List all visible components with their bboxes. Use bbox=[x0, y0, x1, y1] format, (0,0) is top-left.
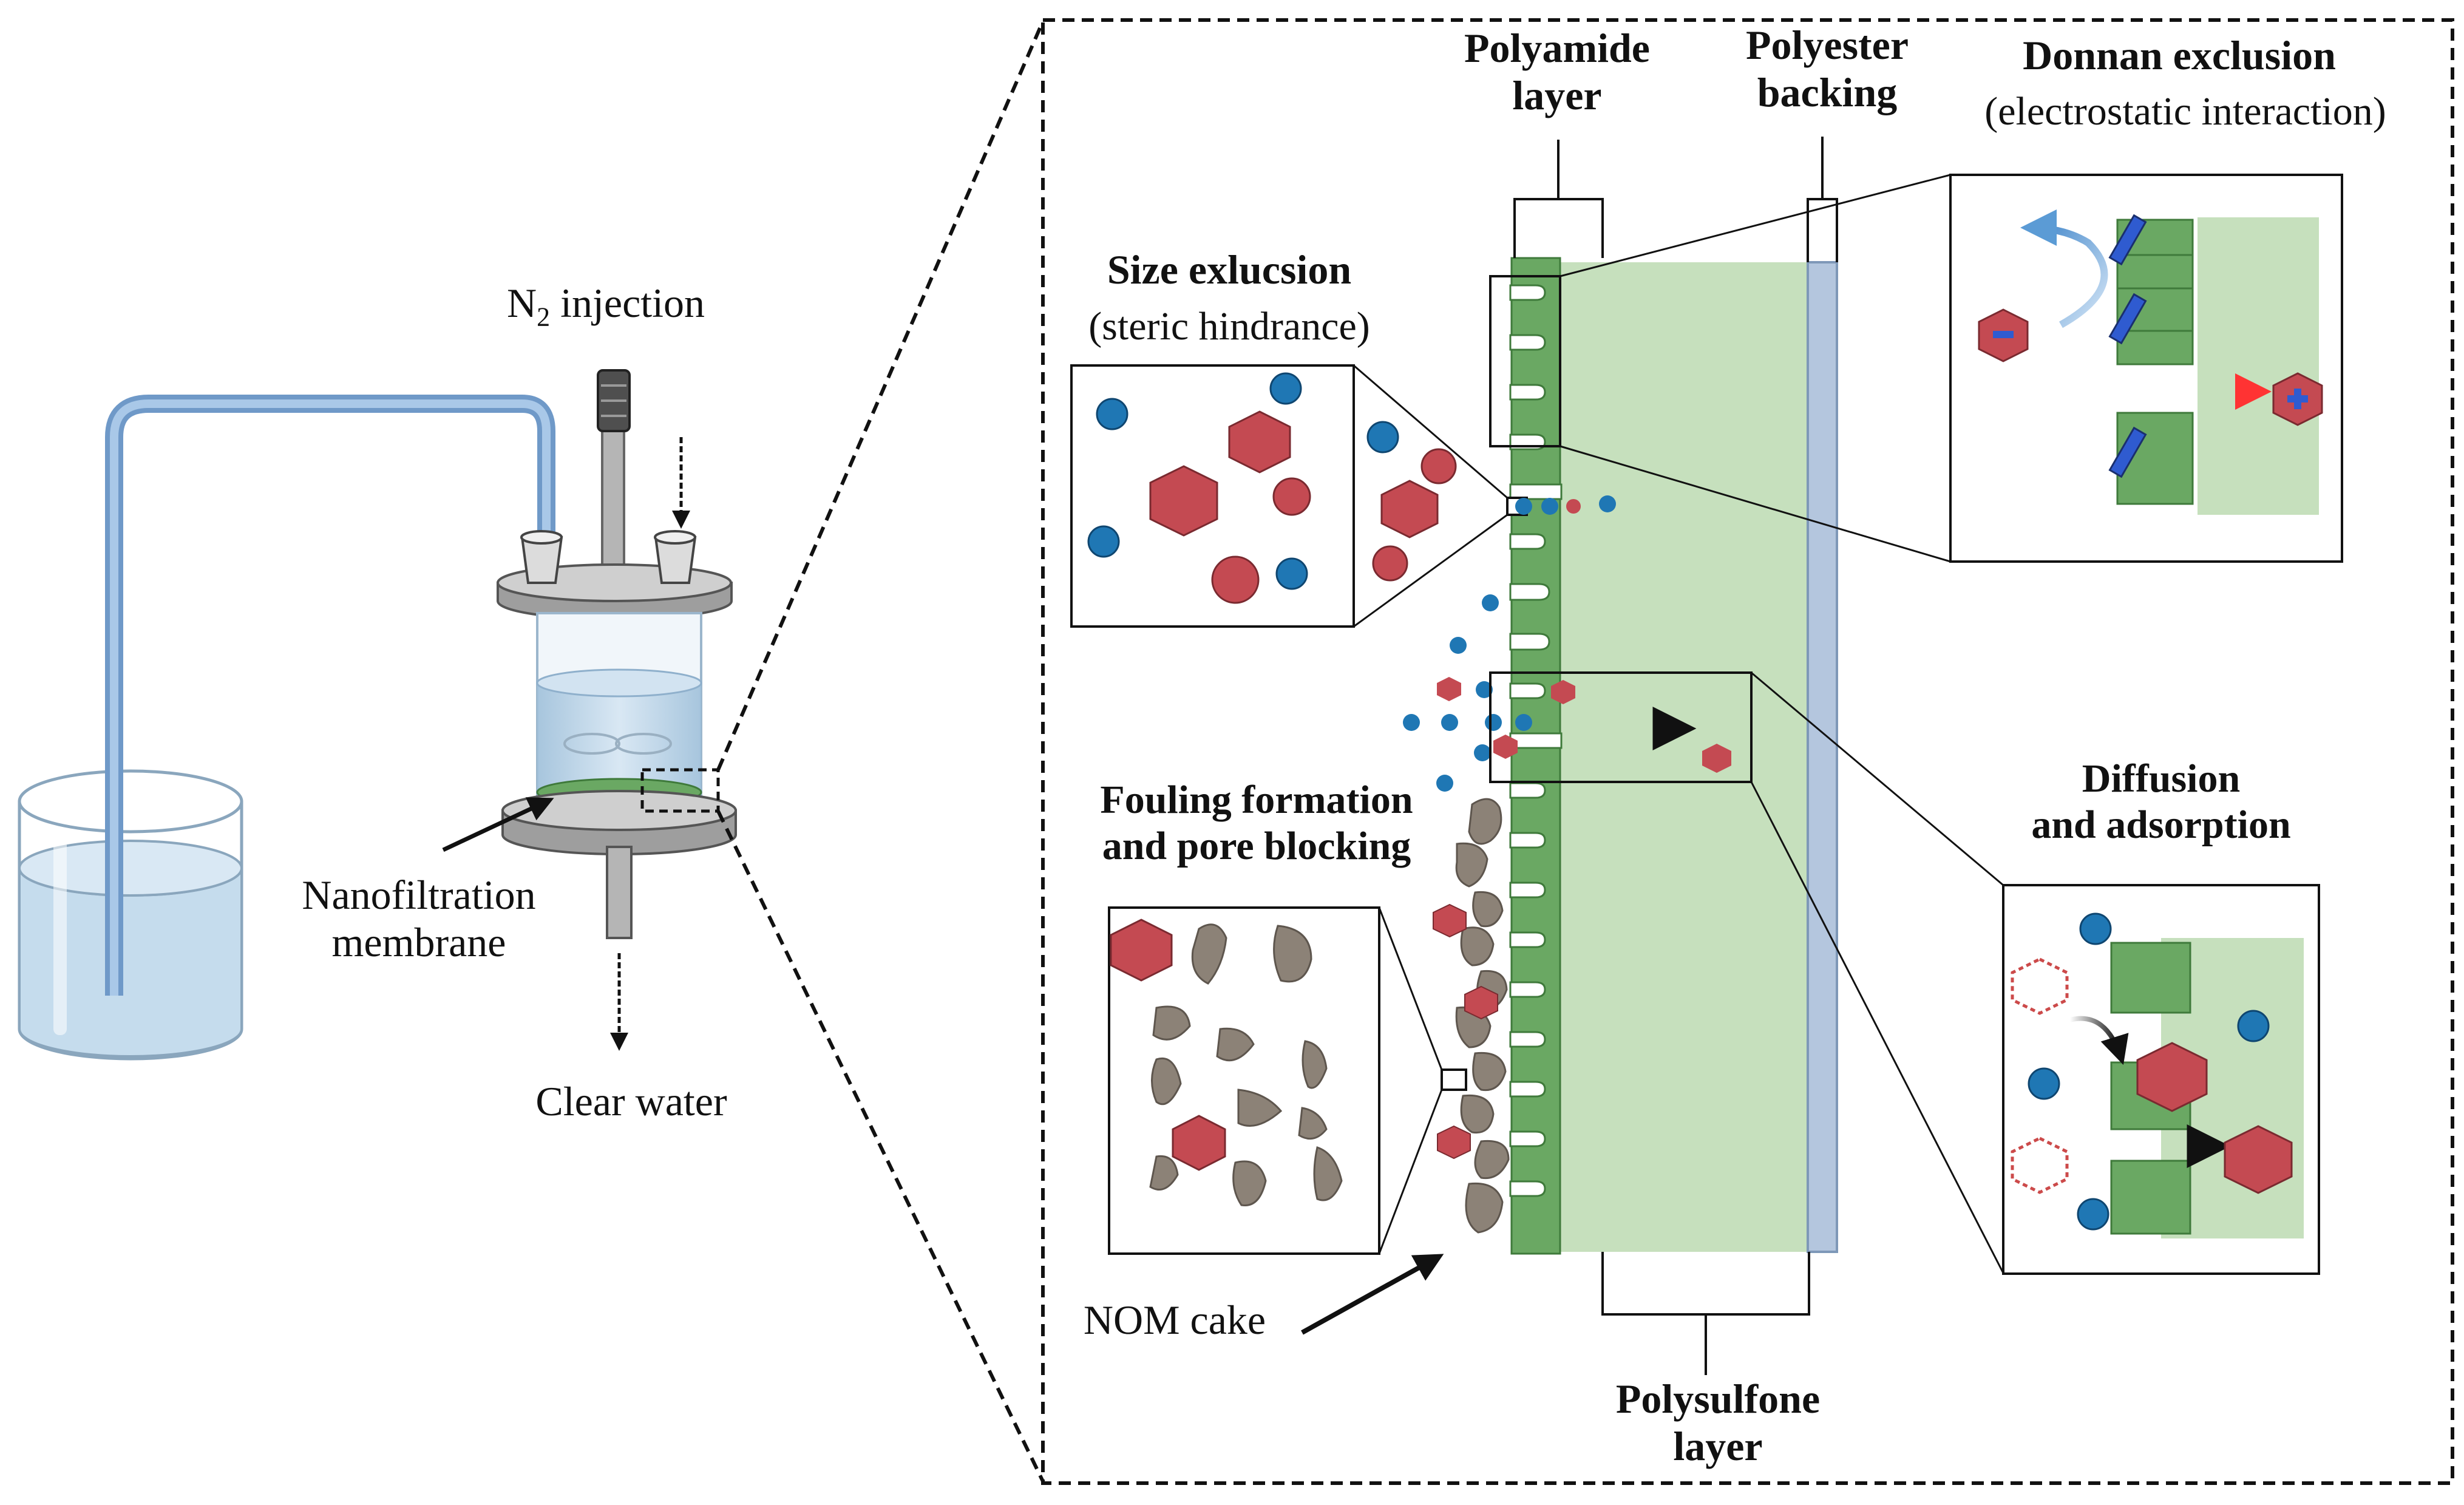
size-exclusion-inset bbox=[1070, 364, 1528, 628]
donnan-inset bbox=[1949, 174, 2343, 563]
nom-cake-arrow bbox=[1301, 1254, 1444, 1335]
nom-cake-label: NOM cake bbox=[1083, 1297, 1266, 1343]
layer-brackets bbox=[1513, 137, 1838, 1375]
zoom-line-bottom bbox=[716, 810, 1045, 1483]
polysulfone-layer bbox=[1557, 262, 1809, 1252]
polyamide-layer bbox=[1510, 257, 1561, 1255]
beaker-icon bbox=[18, 769, 243, 1061]
polyester-backing bbox=[1807, 261, 1838, 1253]
hexagon-icon bbox=[1433, 903, 1498, 1160]
donnan-source-box bbox=[1489, 275, 1561, 447]
clear-water-label: Clear water bbox=[535, 1078, 727, 1124]
zoom-frame bbox=[1041, 18, 2454, 1485]
stirred-cell-icon bbox=[497, 369, 737, 939]
fouling-inset bbox=[1108, 906, 1467, 1255]
zoom-line-top bbox=[716, 20, 1045, 771]
zoom-source-box bbox=[640, 768, 720, 813]
n2-injection-label: N2 injection bbox=[507, 280, 705, 332]
size-exclusion-subtitle: (steric hindrance) bbox=[1088, 304, 1370, 348]
diffusion-inset bbox=[2002, 884, 2320, 1275]
donnan-title: Donnan exclusion bbox=[2023, 32, 2336, 78]
size-exclusion-title: Size exlucsion bbox=[1107, 246, 1352, 293]
diffusion-source-box bbox=[1489, 671, 1753, 783]
donnan-subtitle: (electrostatic interaction) bbox=[1984, 89, 2386, 134]
membrane-pointer-arrow bbox=[442, 797, 554, 852]
